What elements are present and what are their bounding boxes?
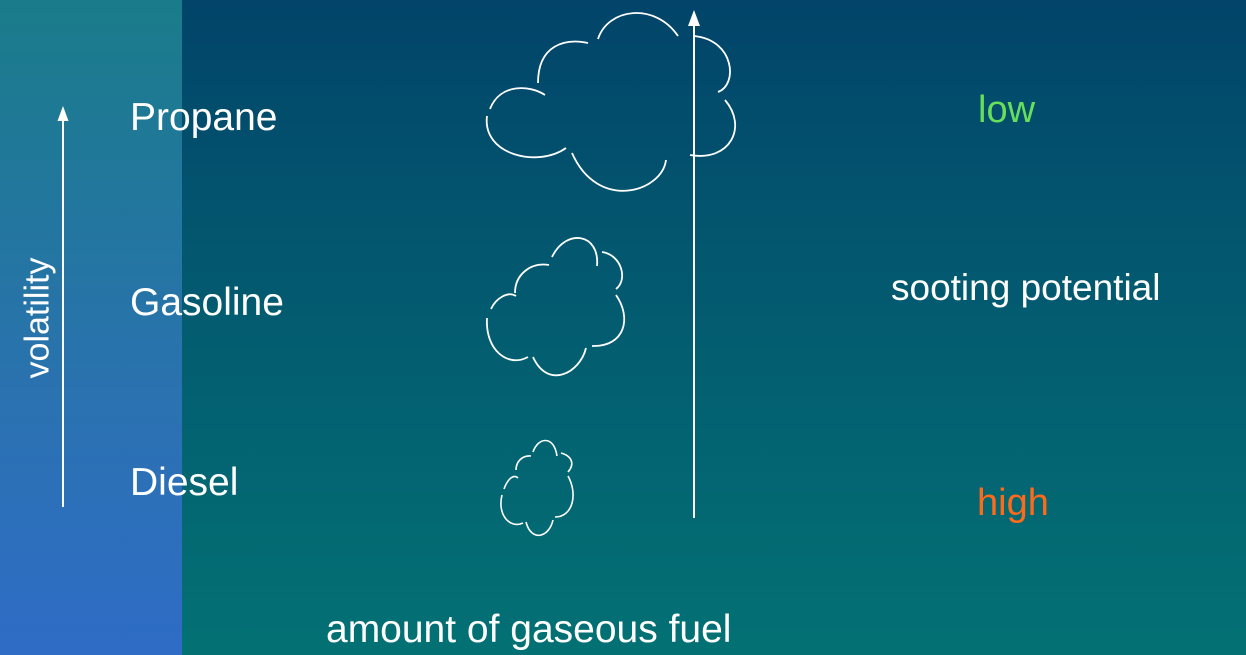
cloud-medium — [486, 237, 626, 377]
volatility-axis-label: volatility — [18, 257, 57, 379]
sooting-potential-label: sooting potential — [891, 267, 1161, 308]
fuel-label-propane: Propane — [130, 96, 278, 139]
left-band — [0, 0, 182, 655]
sooting-low-label: low — [978, 89, 1036, 131]
cloud-large — [486, 12, 736, 192]
amount-axis-label: amount of gaseous fuel — [326, 608, 732, 651]
volatility-arrow — [57, 106, 69, 507]
fuel-label-diesel: Diesel — [130, 461, 239, 504]
cloud-small — [500, 439, 574, 537]
amount-arrow — [688, 10, 700, 518]
sooting-high-label: high — [977, 482, 1049, 524]
fuel-label-gasoline: Gasoline — [130, 281, 284, 324]
